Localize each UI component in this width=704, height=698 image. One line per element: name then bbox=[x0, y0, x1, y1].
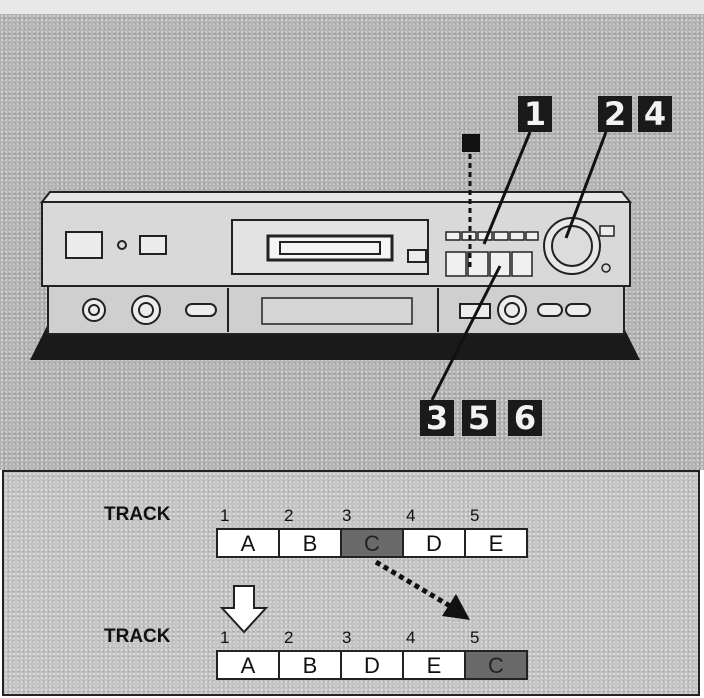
track-number: 4 bbox=[406, 628, 416, 647]
track-cell: E bbox=[402, 650, 466, 680]
callout-6: 6 bbox=[508, 400, 542, 436]
track-number: 2 bbox=[284, 506, 294, 525]
track-number: 4 bbox=[406, 506, 416, 525]
device-illustration-panel: 1 2 4 3 5 6 bbox=[0, 14, 704, 470]
md-deck-drawing bbox=[30, 131, 640, 401]
down-arrow-icon bbox=[219, 585, 269, 634]
track-cell-highlighted: C bbox=[340, 528, 404, 558]
callout-1: 1 bbox=[518, 96, 552, 132]
move-arrowhead-icon bbox=[442, 594, 470, 620]
small-button bbox=[139, 235, 167, 255]
deck-top bbox=[39, 191, 633, 203]
leader-line-1 bbox=[482, 131, 532, 245]
track-cell: A bbox=[216, 528, 280, 558]
track-cell-highlighted: C bbox=[464, 650, 528, 680]
power-button bbox=[65, 231, 103, 259]
track-number: 5 bbox=[470, 506, 480, 525]
callout-4: 4 bbox=[638, 96, 672, 132]
track-number: 1 bbox=[220, 628, 230, 647]
track-cell: B bbox=[278, 528, 342, 558]
track-cell: A bbox=[216, 650, 280, 680]
track-label-before: TRACK bbox=[104, 504, 171, 525]
eject-button bbox=[407, 249, 427, 263]
top-rule bbox=[0, 0, 704, 15]
track-cell: D bbox=[340, 650, 404, 680]
track-number: 1 bbox=[220, 506, 230, 525]
track-number: 5 bbox=[470, 628, 480, 647]
leader-line-2 bbox=[564, 131, 608, 239]
track-move-diagram: TRACK 1 2 3 4 5 A B C D E TRACK 1 2 3 4 … bbox=[2, 470, 700, 696]
callout-5: 5 bbox=[462, 400, 496, 436]
track-number: 3 bbox=[342, 506, 352, 525]
track-cell: E bbox=[464, 528, 528, 558]
track-label-after: TRACK bbox=[104, 626, 171, 647]
operation-buttons bbox=[445, 231, 539, 277]
stop-symbol-icon bbox=[462, 134, 480, 152]
track-cell: D bbox=[402, 528, 466, 558]
callout-3: 3 bbox=[420, 400, 454, 436]
arrows-layer bbox=[219, 559, 470, 634]
indicator-led bbox=[117, 240, 127, 250]
callout-2: 2 bbox=[598, 96, 632, 132]
track-cell: B bbox=[278, 650, 342, 680]
lower-controls bbox=[82, 295, 591, 325]
move-dotted-line bbox=[374, 559, 452, 609]
track-number: 3 bbox=[342, 628, 352, 647]
track-number: 2 bbox=[284, 628, 294, 647]
leader-line-3 bbox=[430, 265, 502, 401]
disc-slot bbox=[266, 234, 394, 262]
